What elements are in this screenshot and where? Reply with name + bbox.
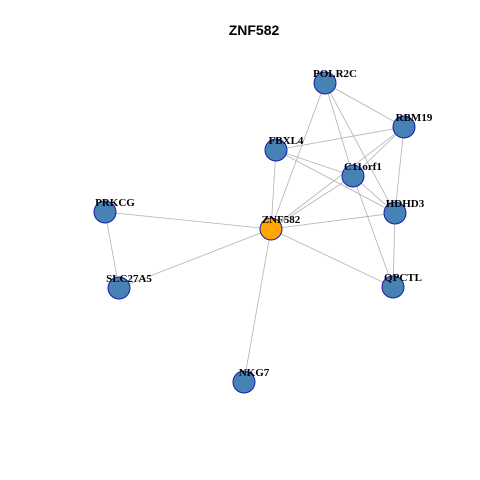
edge-znf582-fbxl4 [270,149,277,230]
node-circle[interactable] [259,217,283,241]
node-circle[interactable] [383,201,407,225]
node-c11orf1[interactable]: C11orf1 [341,161,382,188]
node-circle[interactable] [93,200,117,224]
node-circle[interactable] [107,276,131,300]
node-label: QPCTL [384,272,422,284]
node-circle[interactable] [341,164,365,188]
edge-polr2c-rbm19 [324,82,405,128]
node-label: RBM19 [396,112,433,124]
node-nkg7[interactable]: NKG7 [232,367,270,394]
edge-rbm19-c11orf1 [352,126,405,177]
node-slc27a5[interactable]: SLC27A5 [106,273,152,300]
edge-rbm19-hdhd3 [394,126,405,214]
edge-fbxl4-c11orf1 [275,149,354,177]
edge-polr2c-c11orf1 [324,82,354,177]
node-label: POLR2C [313,68,357,80]
node-circle[interactable] [381,275,405,299]
edge-fbxl4-hdhd3 [275,149,396,214]
node-hdhd3[interactable]: HDHD3 [383,198,425,225]
edge-znf582-hdhd3 [270,212,396,230]
node-circle[interactable] [313,71,337,95]
node-label: C11orf1 [344,161,382,173]
edge-znf582-polr2c [270,82,326,230]
node-label: NKG7 [239,367,270,379]
edge-layer [104,82,405,383]
node-label: PRKCG [95,197,135,209]
node-label: HDHD3 [386,198,425,210]
graph-title: ZNF582 [229,22,280,38]
edge-znf582-prkcg [104,211,272,230]
edge-prkcg-slc27a5 [104,211,120,289]
edge-znf582-slc27a5 [118,228,272,289]
node-znf582[interactable]: ZNF582 [259,214,301,241]
edge-znf582-rbm19 [270,126,405,230]
node-label: ZNF582 [262,214,301,226]
node-prkcg[interactable]: PRKCG [93,197,135,224]
edge-znf582-nkg7 [243,228,272,383]
node-rbm19[interactable]: RBM19 [392,112,433,139]
node-qpctl[interactable]: QPCTL [381,272,422,299]
node-label: FBXL4 [269,135,304,147]
edge-znf582-c11orf1 [270,175,354,230]
node-label: SLC27A5 [106,273,152,285]
node-circle[interactable] [264,138,288,162]
edge-c11orf1-qpctl [352,175,394,288]
node-fbxl4[interactable]: FBXL4 [264,135,304,162]
edge-rbm19-fbxl4 [275,126,405,151]
edge-znf582-qpctl [270,228,394,288]
node-polr2c[interactable]: POLR2C [313,68,357,95]
node-circle[interactable] [392,115,416,139]
node-circle[interactable] [232,370,256,394]
edge-polr2c-hdhd3 [324,82,396,214]
edge-hdhd3-qpctl [392,212,396,288]
